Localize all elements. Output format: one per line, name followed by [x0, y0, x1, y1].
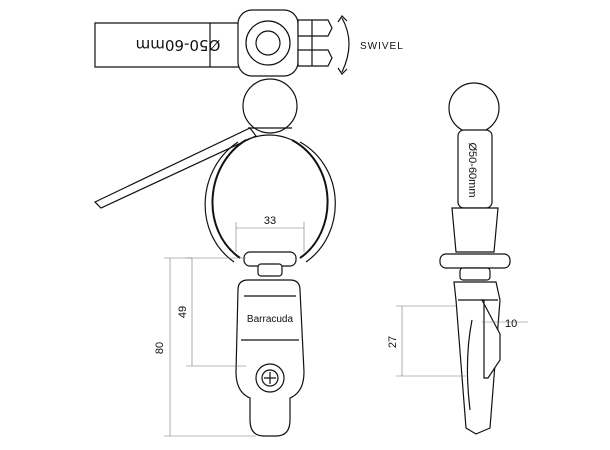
size-label-side: Ø50-60mm — [466, 142, 478, 197]
svg-text:80: 80 — [154, 342, 166, 354]
side-view: Ø50-60mm — [439, 82, 511, 435]
swivel-label: SWIVEL — [360, 41, 404, 52]
side-ring — [451, 207, 499, 253]
swivel-arrow-arc — [341, 17, 350, 73]
swivel-joint — [257, 263, 283, 277]
dim-49: 49 — [177, 257, 246, 367]
svg-text:10: 10 — [505, 318, 517, 330]
ball-mount — [242, 78, 298, 134]
svg-text:33: 33 — [264, 215, 276, 227]
dim-10: 10 — [482, 318, 528, 330]
front-view: Barracuda — [93, 78, 336, 437]
side-hinge — [439, 253, 511, 269]
clamp-ring-left — [211, 139, 247, 259]
swivel-ring-inner — [255, 30, 281, 56]
arrow-head-up — [337, 15, 348, 23]
dim-80: 80 — [154, 257, 256, 437]
dim-33: 33 — [235, 215, 305, 252]
clamp-ring-right — [291, 139, 329, 259]
svg-text:27: 27 — [387, 336, 399, 348]
brand-logo: Barracuda — [247, 314, 294, 325]
tether-strap — [93, 127, 257, 209]
clip-arm-upper — [297, 19, 333, 37]
svg-text:49: 49 — [177, 306, 189, 318]
clip-arm-lower — [297, 49, 333, 67]
clamp-body — [235, 279, 305, 437]
side-ball — [448, 82, 500, 134]
arrow-head-down — [337, 67, 348, 75]
size-label-top: Ø50-60mm — [136, 36, 221, 54]
side-lever — [481, 299, 501, 379]
top-view: Ø50-60mm SWIVEL — [94, 9, 404, 77]
dim-27: 27 — [387, 305, 466, 377]
